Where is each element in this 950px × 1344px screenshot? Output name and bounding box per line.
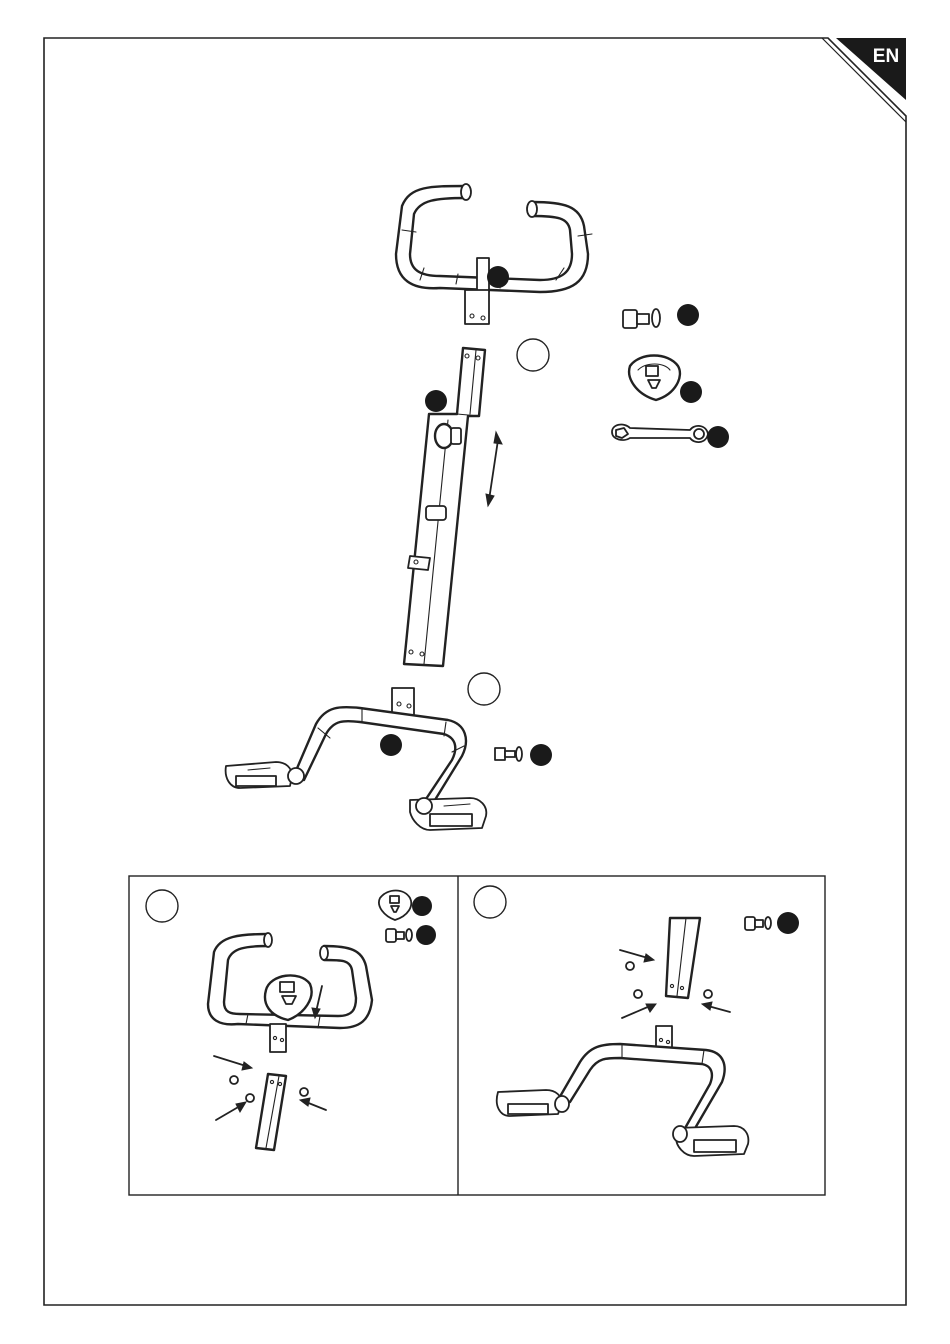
step-circle	[474, 886, 506, 918]
step-panel-right	[474, 886, 799, 1156]
part-bullet-stabilizer	[380, 734, 402, 756]
handlebar-illustration	[396, 184, 592, 324]
front-stabilizer-illustration	[226, 688, 487, 830]
part-bullet-bolt	[530, 744, 552, 766]
part-bullet-bolt	[777, 912, 799, 934]
part-bullet-computer	[412, 896, 432, 916]
part-bullet-computer	[680, 381, 702, 403]
part-bullet-handlebar	[487, 266, 509, 288]
part-bullet-bolt	[416, 925, 436, 945]
part-bullet-post	[425, 390, 447, 412]
bolt-washer-icon	[623, 309, 660, 328]
step-circle	[468, 673, 500, 705]
bolt-washer-icon	[386, 929, 412, 942]
step-circle	[517, 339, 549, 371]
step-panel-left	[146, 890, 436, 1150]
language-tab: EN	[822, 38, 906, 122]
bolt-icon	[495, 747, 522, 761]
language-label: EN	[873, 46, 899, 67]
wrench-icon	[612, 425, 708, 443]
adjust-arrow-icon	[486, 432, 502, 506]
part-bullet-wrench	[707, 426, 729, 448]
computer-icon	[629, 356, 680, 401]
bolt-washer-icon	[745, 917, 771, 930]
step-circle	[146, 890, 178, 922]
part-bullet-bolt-washer	[677, 304, 699, 326]
computer-icon	[379, 891, 411, 921]
